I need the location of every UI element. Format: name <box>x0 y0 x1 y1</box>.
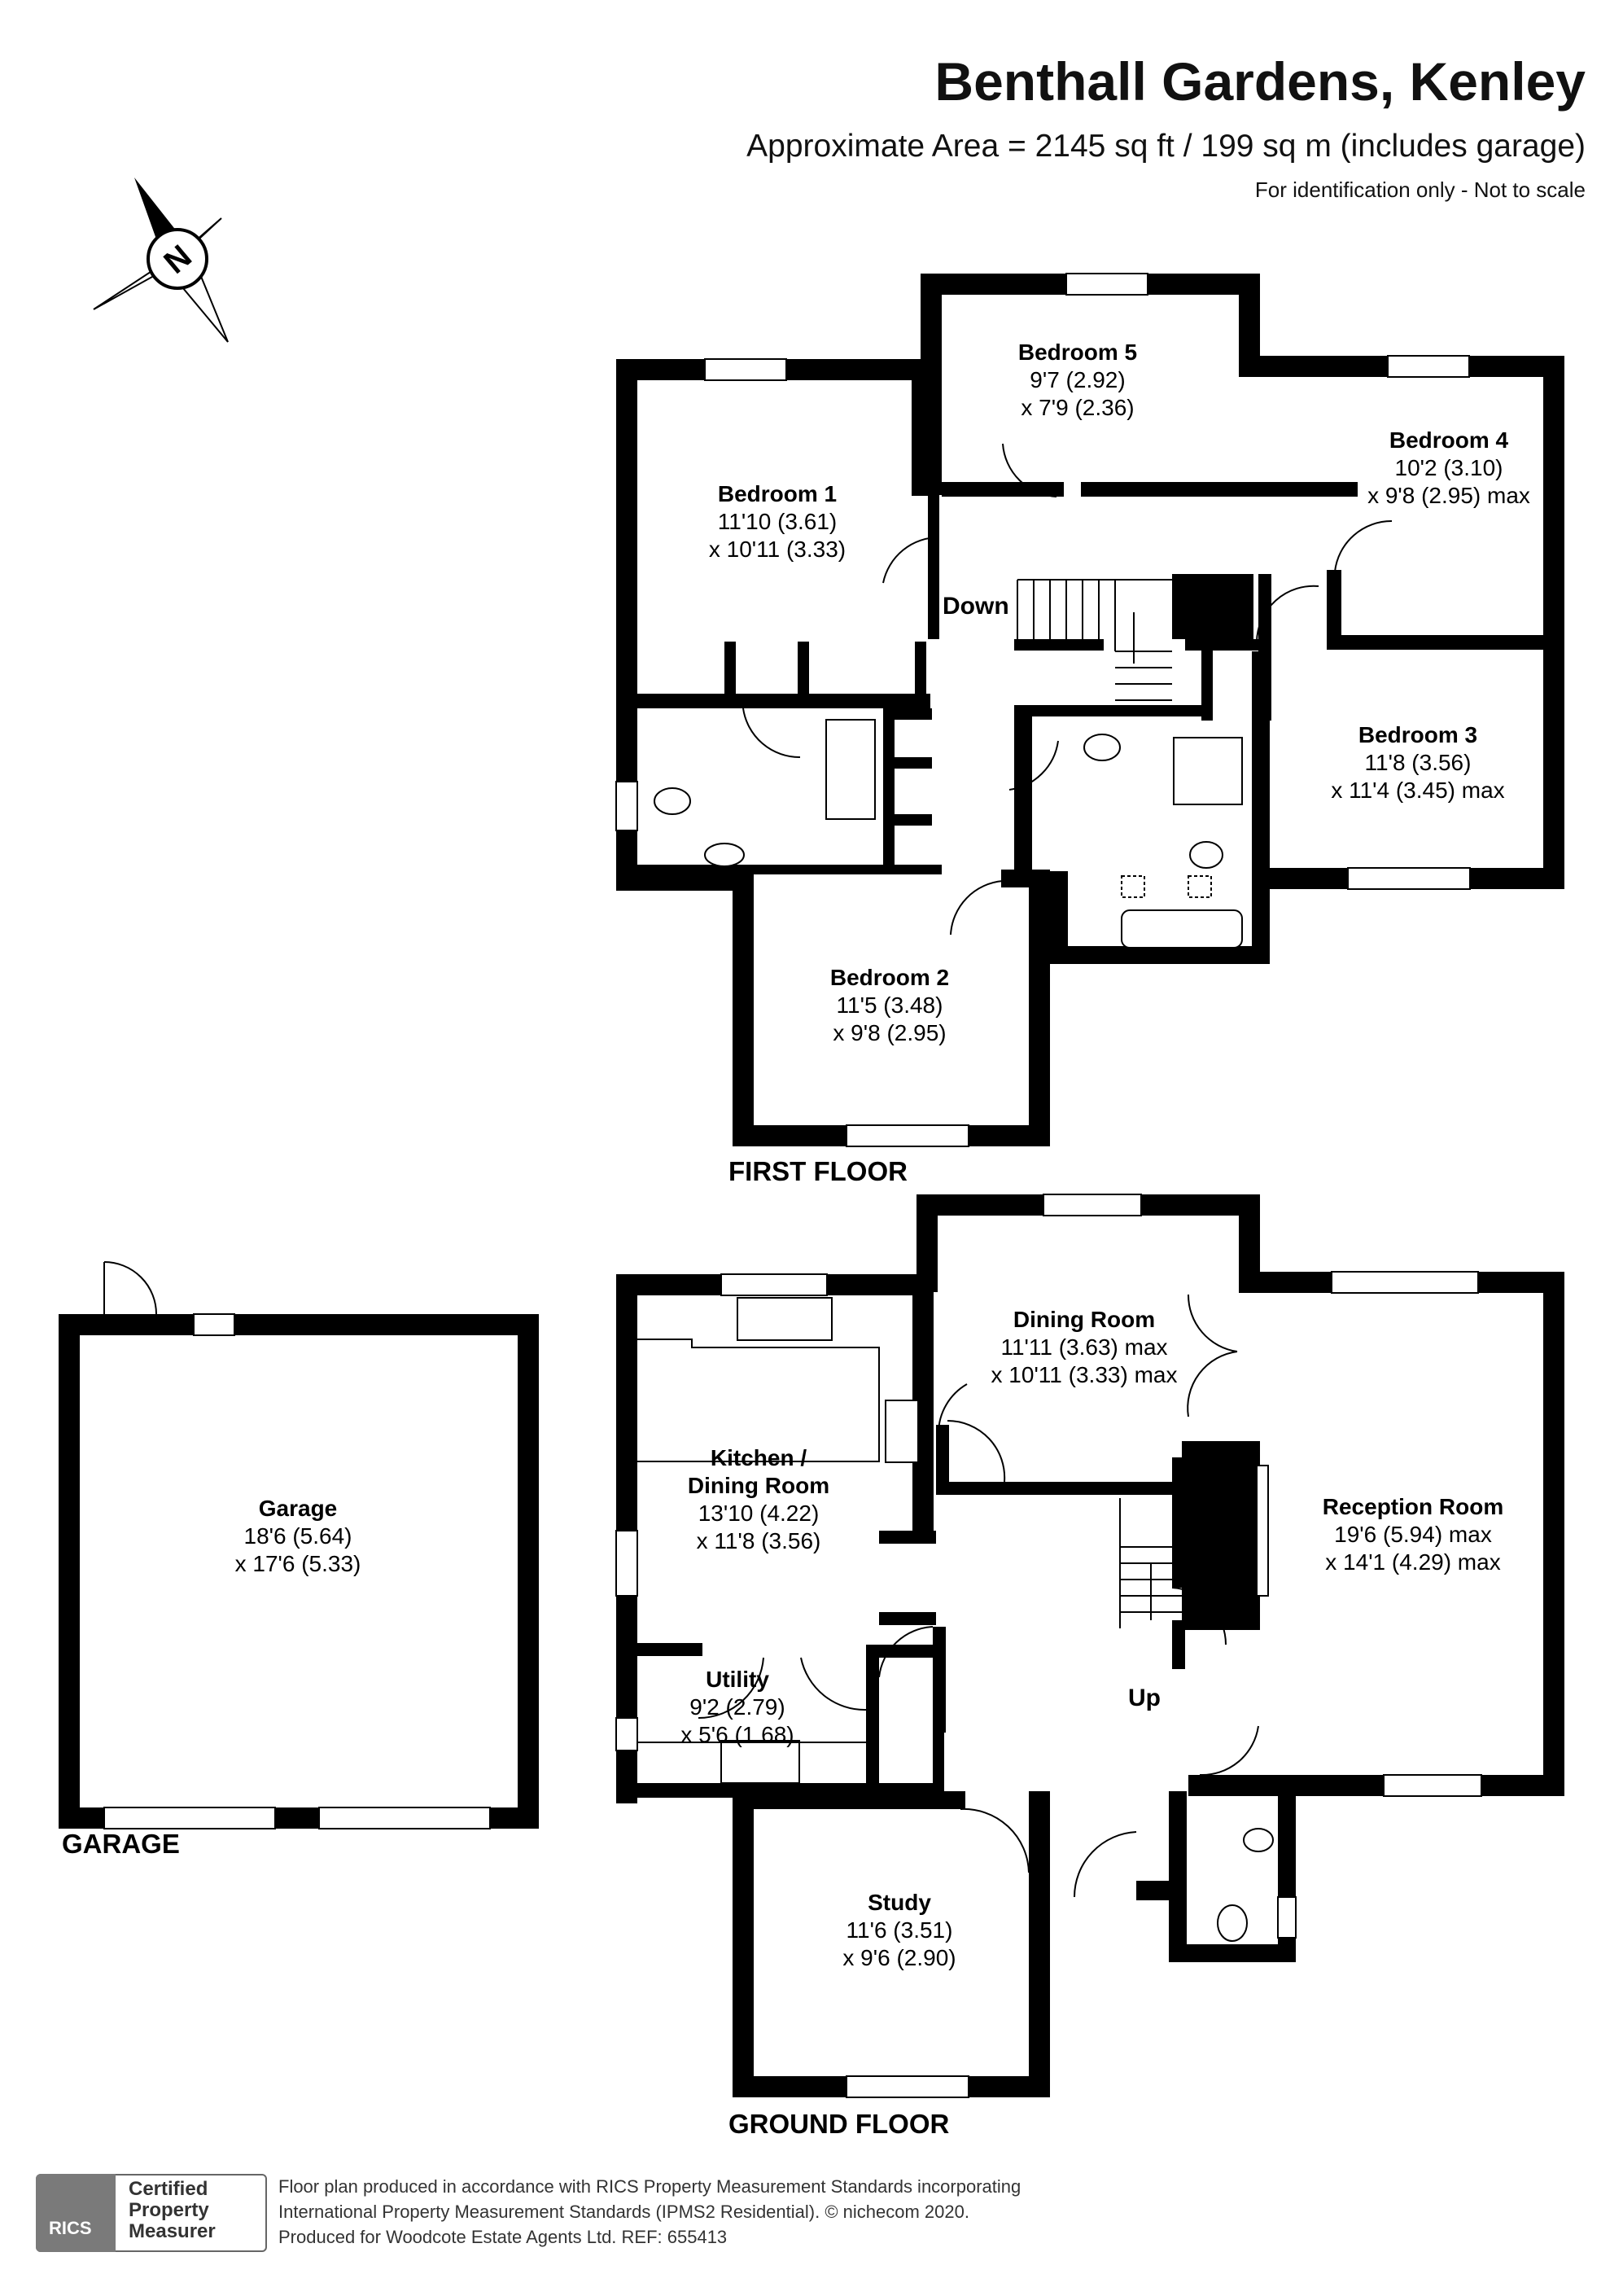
ground-floor-room-name: Study <box>868 1890 931 1915</box>
footer-line: Floor plan produced in accordance with R… <box>278 2176 1021 2197</box>
first-floor-room-name: Bedroom 5 <box>1018 340 1137 365</box>
ground-floor-plan <box>615 1194 1564 2098</box>
ground-floor-room-dim: x 9'6 (2.90) <box>842 1945 956 1970</box>
ground-floor-room-name: Utility <box>706 1667 769 1692</box>
rics-cert-line: Property <box>129 2199 209 2221</box>
first-floor-room-name: Bedroom 4 <box>1389 427 1509 453</box>
first-floor-label: FIRST FLOOR <box>728 1156 908 1186</box>
first-floor-room-name: Bedroom 1 <box>718 481 837 506</box>
first-floor-room-dim: 11'8 (3.56) <box>1365 750 1472 775</box>
ground-floor-room-name: Kitchen / <box>711 1445 807 1470</box>
ground-floor-room-dim: x 10'11 (3.33) max <box>991 1362 1178 1387</box>
footer-line: Produced for Woodcote Estate Agents Ltd.… <box>278 2227 728 2247</box>
footer-line: International Property Measurement Stand… <box>278 2202 969 2222</box>
ground-floor-room-dim: 9'2 (2.79) <box>689 1694 785 1720</box>
first-floor-plan <box>615 273 1564 1147</box>
first-floor-room-dim: 11'5 (3.48) <box>837 992 943 1018</box>
ground-floor-room-name: Reception Room <box>1323 1494 1503 1519</box>
ground-floor-room-name-line2: Dining Room <box>688 1473 829 1498</box>
first-floor-room-dim: x 7'9 (2.36) <box>1021 395 1134 420</box>
garage-room-dim: x 17'6 (5.33) <box>235 1551 361 1576</box>
first-floor-room-dim: x 9'8 (2.95) max <box>1367 483 1530 508</box>
rics-certification: Certified Property Measurer <box>129 2179 216 2242</box>
first-floor-stairs <box>1017 579 1172 701</box>
compass-icon: N <box>93 177 229 343</box>
garage-room-dim: 18'6 (5.64) <box>244 1523 352 1549</box>
rics-logo <box>36 2174 116 2252</box>
ground-floor-room-dim: 11'11 (3.63) max <box>1000 1334 1167 1360</box>
first-floor-room-dim: x 9'8 (2.95) <box>833 1020 946 1045</box>
rics-cert-line: Certified <box>129 2178 208 2200</box>
footer-text: Floor plan produced in accordance with R… <box>278 2174 1021 2250</box>
first-floor-room-name: Bedroom 3 <box>1358 722 1477 747</box>
ground-floor-label: GROUND FLOOR <box>728 2109 949 2139</box>
first-floor-room-dim: x 10'11 (3.33) <box>709 537 846 562</box>
ground-floor-room-dim: x 5'6 (1.68) <box>680 1722 794 1747</box>
ground-floor-room-dim: x 14'1 (4.29) max <box>1325 1549 1500 1575</box>
first-floor-room-dim: 11'10 (3.61) <box>718 509 837 534</box>
ground-floor-room-name: Dining Room <box>1013 1307 1155 1332</box>
garage-room-name: Garage <box>259 1496 338 1521</box>
rics-cert-line: Measurer <box>129 2220 216 2242</box>
first-floor-room-name: Bedroom 2 <box>830 965 949 990</box>
ground-floor-room-dim: x 11'8 (3.56) <box>697 1528 821 1553</box>
rics-logo-text: RICS <box>49 2218 92 2238</box>
first-floor-room-dim: 9'7 (2.92) <box>1030 367 1125 392</box>
ground-floor-room-dim: 11'6 (3.51) <box>846 1917 953 1943</box>
ground-floor-room-dim: 13'10 (4.22) <box>698 1501 820 1526</box>
first-floor-room-dim: x 11'4 (3.45) max <box>1331 778 1504 803</box>
garage-label: GARAGE <box>62 1829 180 1859</box>
ground-floor-room-dim: 19'6 (5.94) max <box>1334 1522 1492 1547</box>
page-title: Benthall Gardens, Kenley <box>934 51 1586 112</box>
disclaimer-note: For identification only - Not to scale <box>1254 177 1586 202</box>
area-subtitle: Approximate Area = 2145 sq ft / 199 sq m… <box>746 129 1586 164</box>
stairs-up-label: Up <box>1128 1685 1161 1711</box>
garage-plan <box>59 1261 539 1829</box>
first-floor-room-dim: 10'2 (3.10) <box>1395 455 1503 480</box>
ground-floor-stairs <box>1119 1498 1182 1628</box>
stairs-down-label: Down <box>943 593 1009 620</box>
